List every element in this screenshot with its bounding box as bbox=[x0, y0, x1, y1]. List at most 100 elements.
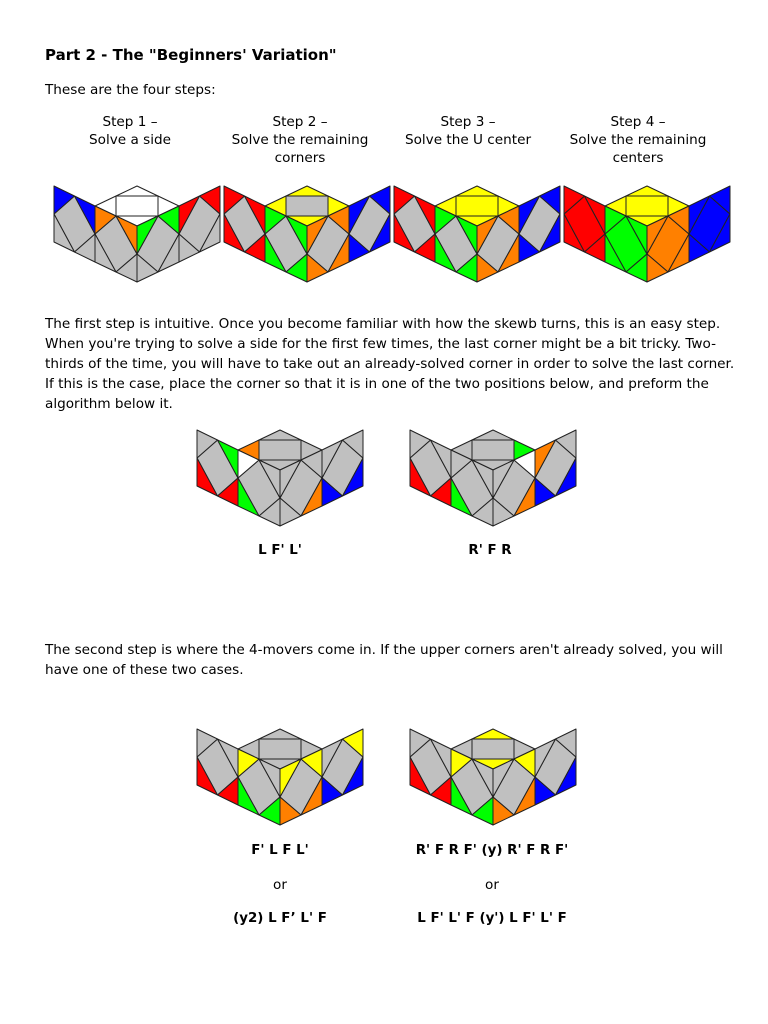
right-sticker-1 bbox=[492, 758, 515, 798]
top-sticker-0 bbox=[471, 439, 515, 461]
top-sticker-0 bbox=[625, 195, 669, 217]
step-2-label: Step 2 – Solve the remaining corners bbox=[215, 113, 385, 167]
rflap-sticker-1 bbox=[688, 195, 710, 235]
skewb-cube-icon bbox=[223, 185, 391, 283]
rflap-sticker-4 bbox=[321, 776, 343, 806]
rflap-sticker-3 bbox=[369, 213, 391, 253]
lflap-sticker-3 bbox=[74, 233, 96, 263]
skewb-cube-icon bbox=[53, 185, 221, 283]
top-sticker-0 bbox=[285, 195, 329, 217]
lflap-sticker-2 bbox=[430, 439, 452, 479]
lflap-sticker-1 bbox=[196, 728, 218, 758]
right-sticker-1 bbox=[136, 215, 159, 255]
lflap-sticker-1 bbox=[196, 429, 218, 459]
top-sticker-1 bbox=[455, 185, 499, 197]
rflap-sticker-2 bbox=[555, 429, 577, 459]
rflap-sticker-3 bbox=[342, 756, 364, 796]
step-2-desc: Solve the remaining bbox=[231, 132, 369, 148]
rflap-sticker-1 bbox=[321, 738, 343, 778]
lflap-sticker-2 bbox=[217, 738, 239, 778]
skewb-diagram-case-b bbox=[408, 428, 578, 528]
top-sticker-0 bbox=[115, 195, 159, 217]
or-separator-c: or bbox=[273, 877, 287, 893]
rflap-sticker-2 bbox=[369, 185, 391, 215]
step-3-label: Step 3 – Solve the U center bbox=[383, 113, 553, 149]
step-2-number: Step 2 – bbox=[272, 114, 328, 130]
step-1-number: Step 1 – bbox=[102, 114, 158, 130]
rflap-sticker-3 bbox=[539, 213, 561, 253]
lflap-sticker-1 bbox=[409, 728, 431, 758]
right-sticker-4 bbox=[306, 253, 329, 283]
step-4-desc-cont: centers bbox=[612, 150, 664, 166]
page-title: Part 2 - The "Beginners' Variation" bbox=[45, 46, 337, 64]
lflap-sticker-1 bbox=[223, 185, 245, 215]
lflap-sticker-4 bbox=[409, 457, 431, 497]
step-1-desc: Solve a side bbox=[89, 132, 171, 148]
intro-text: These are the four steps: bbox=[45, 82, 216, 98]
rflap-sticker-4 bbox=[348, 233, 370, 263]
top-sticker-0 bbox=[471, 738, 515, 760]
step1-explanation: The first step is intuitive. Once you be… bbox=[45, 316, 735, 412]
lflap-sticker-3 bbox=[430, 477, 452, 507]
rflap-sticker-1 bbox=[518, 195, 540, 235]
top-sticker-1 bbox=[258, 429, 302, 441]
skewb-cube-icon bbox=[196, 429, 364, 527]
rflap-sticker-1 bbox=[534, 738, 556, 778]
rflap-sticker-2 bbox=[709, 185, 731, 215]
step-1-label: Step 1 – Solve a side bbox=[45, 113, 215, 149]
rflap-sticker-2 bbox=[555, 728, 577, 758]
steps-row: Step 1 – Solve a side Step 2 – Solve the… bbox=[45, 113, 725, 173]
rflap-sticker-4 bbox=[321, 477, 343, 507]
right-sticker-1 bbox=[279, 459, 302, 499]
lflap-sticker-2 bbox=[414, 195, 436, 235]
top-sticker-1 bbox=[471, 728, 515, 740]
top-sticker-0 bbox=[258, 738, 302, 760]
lflap-sticker-1 bbox=[53, 185, 75, 215]
skewb-diagram-case-d bbox=[408, 727, 578, 827]
skewb-cube-icon bbox=[409, 429, 577, 527]
rflap-sticker-3 bbox=[199, 213, 221, 253]
right-sticker-4 bbox=[279, 796, 302, 826]
algorithm-case-a: L F' L' bbox=[258, 543, 302, 558]
lflap-sticker-2 bbox=[217, 439, 239, 479]
lflap-sticker-2 bbox=[430, 738, 452, 778]
rflap-sticker-1 bbox=[348, 195, 370, 235]
right-sticker-4 bbox=[279, 497, 302, 527]
top-sticker-1 bbox=[285, 185, 329, 197]
algorithm-case-d: R' F R F' (y) R' F R F' bbox=[415, 843, 569, 858]
rflap-sticker-3 bbox=[555, 457, 577, 497]
skewb-diagram-step1 bbox=[52, 184, 222, 284]
right-sticker-1 bbox=[306, 215, 329, 255]
lflap-sticker-4 bbox=[53, 213, 75, 253]
lflap-sticker-4 bbox=[409, 756, 431, 796]
rflap-sticker-2 bbox=[539, 185, 561, 215]
lflap-sticker-3 bbox=[584, 233, 606, 263]
rflap-sticker-4 bbox=[534, 776, 556, 806]
skewb-diagram-step2 bbox=[222, 184, 392, 284]
rflap-sticker-4 bbox=[534, 477, 556, 507]
right-sticker-4 bbox=[492, 796, 515, 826]
step-3-desc: Solve the U center bbox=[404, 132, 532, 148]
right-sticker-4 bbox=[646, 253, 669, 283]
lflap-sticker-4 bbox=[196, 756, 218, 796]
step-4-label: Step 4 – Solve the remaining centers bbox=[553, 113, 723, 167]
top-sticker-1 bbox=[115, 185, 159, 197]
skewb-diagram-case-c bbox=[195, 727, 365, 827]
top-sticker-1 bbox=[258, 728, 302, 740]
rflap-sticker-1 bbox=[534, 439, 556, 479]
lflap-sticker-1 bbox=[409, 429, 431, 459]
algorithm-case-d-alt: L F' L' F (y') L F' L' F bbox=[417, 911, 567, 926]
rflap-sticker-4 bbox=[178, 233, 200, 263]
rflap-sticker-1 bbox=[321, 439, 343, 479]
step-3-number: Step 3 – bbox=[440, 114, 496, 130]
algorithm-case-c-alt: (y2) L F’ L' F bbox=[233, 911, 327, 926]
rflap-sticker-3 bbox=[709, 213, 731, 253]
lflap-sticker-3 bbox=[414, 233, 436, 263]
skewb-diagram-step4 bbox=[562, 184, 732, 284]
lflap-sticker-4 bbox=[393, 213, 415, 253]
lflap-sticker-2 bbox=[584, 195, 606, 235]
step-4-desc: Solve the remaining bbox=[569, 132, 707, 148]
rflap-sticker-2 bbox=[199, 185, 221, 215]
lflap-sticker-4 bbox=[223, 213, 245, 253]
skewb-cube-icon bbox=[409, 728, 577, 826]
